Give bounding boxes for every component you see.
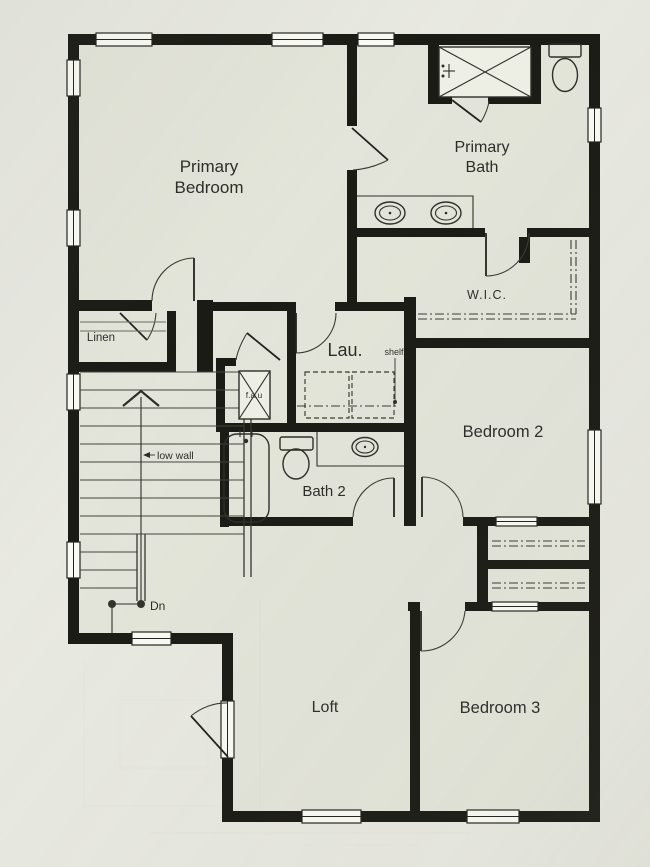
floor-plan-page: Primary Bedroom Primary Bath W.I.C. Line…: [0, 0, 650, 867]
floor-plan-drawing: Primary Bedroom Primary Bath W.I.C. Line…: [0, 0, 650, 867]
photo-vignette: [0, 0, 650, 867]
